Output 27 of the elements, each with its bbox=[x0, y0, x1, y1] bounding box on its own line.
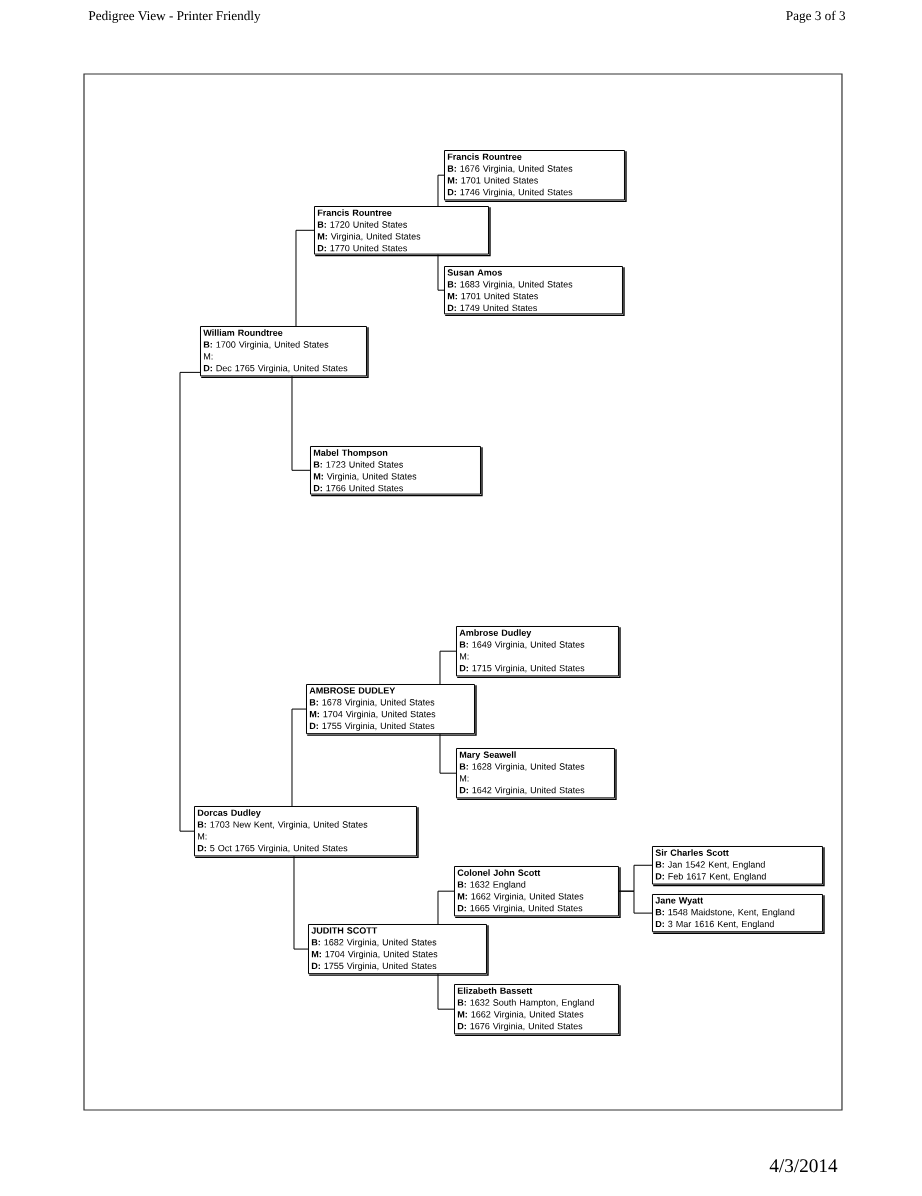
person-box bbox=[310, 446, 483, 497]
connector-line bbox=[439, 733, 457, 774]
person-box bbox=[456, 626, 621, 679]
person-box bbox=[194, 806, 419, 859]
person-box bbox=[652, 846, 825, 887]
print-date: 4/3/2014 bbox=[769, 1159, 838, 1173]
person-box bbox=[308, 924, 489, 976]
connector-line bbox=[293, 855, 309, 950]
person-box bbox=[652, 894, 825, 934]
person-box bbox=[454, 984, 621, 1037]
person-box bbox=[200, 326, 369, 379]
connector-line bbox=[291, 375, 311, 471]
person-box bbox=[314, 206, 491, 257]
person-box bbox=[306, 684, 477, 736]
person-box bbox=[456, 748, 617, 801]
connector-line bbox=[437, 174, 445, 207]
connector-line bbox=[295, 229, 315, 327]
connector-line bbox=[437, 890, 455, 925]
connector-line bbox=[291, 708, 307, 807]
connector-line bbox=[618, 890, 653, 914]
connector-line bbox=[437, 254, 445, 291]
connector-line bbox=[437, 973, 455, 1010]
person-box bbox=[454, 866, 621, 919]
connector-line bbox=[439, 650, 457, 685]
person-box bbox=[444, 266, 625, 317]
person-box bbox=[444, 150, 627, 203]
connector-line bbox=[179, 371, 201, 832]
